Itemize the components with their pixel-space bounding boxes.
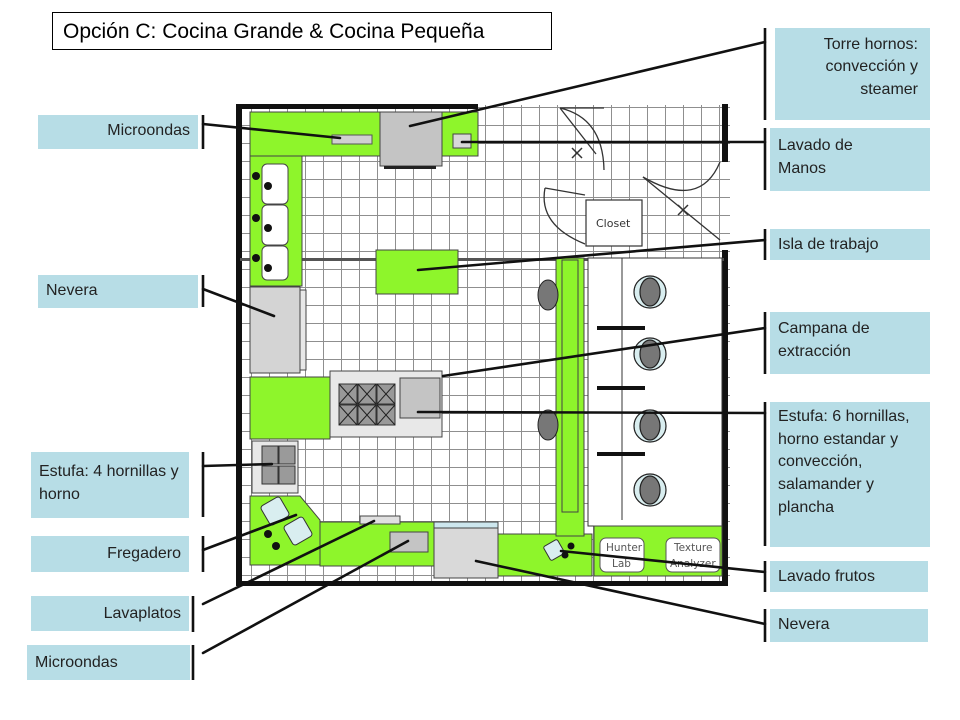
long-counter-inner bbox=[561, 259, 579, 513]
fruit-wash-fixtures bbox=[561, 542, 575, 559]
label-lavado-frutos: Lavado frutos bbox=[770, 561, 928, 592]
label-estufa-4: Estufa: 4 hornillas y horno bbox=[31, 452, 189, 518]
leader-lines bbox=[201, 40, 767, 655]
label-fregadero: Fregadero bbox=[31, 536, 189, 572]
left-lower-counter bbox=[249, 376, 331, 440]
diagram-title: Opción C: Cocina Grande & Cocina Pequeña bbox=[52, 12, 552, 50]
oven-tower-base bbox=[384, 166, 436, 169]
dishwasher bbox=[359, 515, 401, 525]
label-microondas-bottom: Microondas bbox=[27, 645, 190, 680]
range-burner-marks bbox=[338, 383, 396, 426]
closet-label: Closet bbox=[596, 217, 631, 230]
fruit-wash-sink bbox=[543, 539, 565, 561]
door-hinge-marks bbox=[571, 147, 689, 216]
label-lavado-manos: Lavado de Manos bbox=[770, 128, 930, 191]
label-lavaplatos: Lavaplatos bbox=[31, 596, 189, 631]
label-estufa-6: Estufa: 6 hornillas, horno estandar y co… bbox=[770, 402, 930, 547]
sink-fixtures bbox=[264, 530, 280, 550]
range-burners bbox=[338, 383, 396, 426]
tasting-room-benches bbox=[597, 326, 645, 456]
texture-analyzer-line1: Texture bbox=[673, 542, 712, 554]
hunter-lab-line2: Lab bbox=[612, 558, 631, 570]
fridge-left bbox=[249, 286, 301, 374]
fridge-left-door bbox=[299, 289, 307, 371]
sink-basin-2 bbox=[283, 516, 313, 546]
label-campana: Campana de extracción bbox=[770, 312, 930, 374]
label-nevera-right: Nevera bbox=[770, 609, 928, 642]
work-island bbox=[375, 249, 459, 295]
fridge-bottom-top bbox=[433, 521, 499, 529]
hunter-lab-line1: Hunter bbox=[606, 542, 643, 554]
fridge-bottom bbox=[433, 521, 499, 579]
label-brackets bbox=[191, 28, 767, 680]
walls bbox=[236, 104, 728, 586]
left-counter-modules bbox=[261, 163, 289, 281]
left-counter-fixtures bbox=[252, 172, 272, 272]
stools-left bbox=[537, 279, 559, 441]
label-nevera-left: Nevera bbox=[38, 275, 198, 308]
stove-4-burners bbox=[261, 445, 296, 485]
partition-top bbox=[240, 258, 724, 261]
closet bbox=[585, 199, 643, 247]
microwave-top bbox=[331, 134, 373, 145]
label-microondas-top: Microondas bbox=[38, 115, 198, 149]
label-isla-trabajo: Isla de trabajo bbox=[770, 229, 930, 260]
label-torre-hornos: Torre hornos: convección y steamer bbox=[775, 28, 930, 120]
